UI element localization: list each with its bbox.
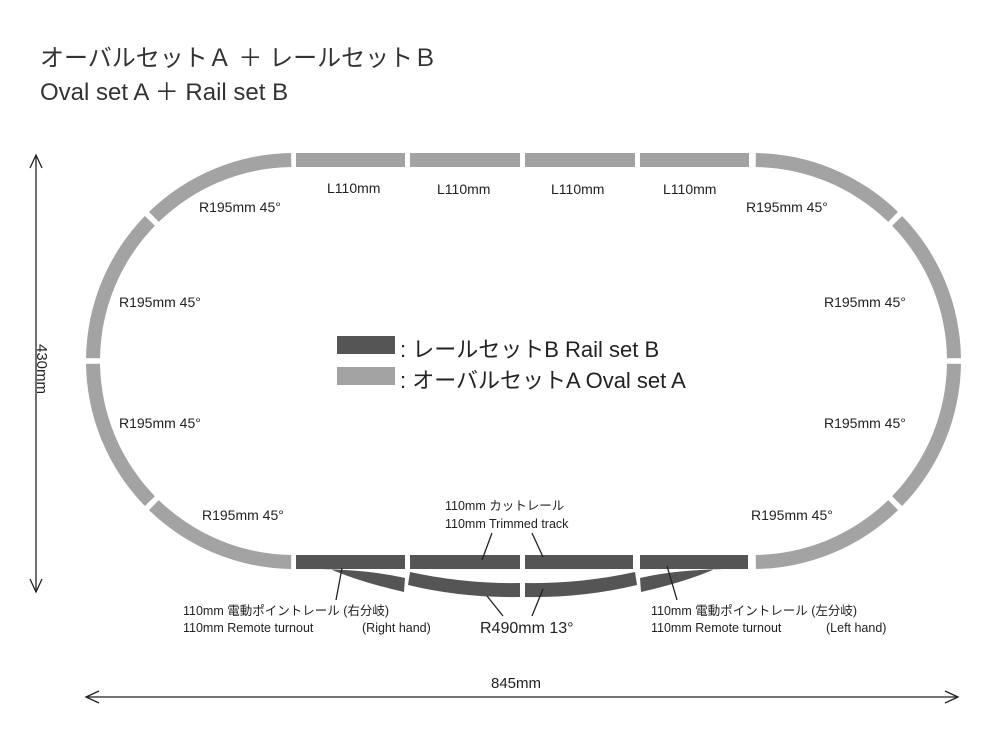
straight-rail-bottom-4 bbox=[640, 555, 748, 569]
turnout-left-label-en: 110mm Remote turnout bbox=[651, 621, 782, 635]
straight-rail-bottom-1 bbox=[296, 555, 405, 569]
width-dimension-arrow bbox=[84, 690, 960, 704]
straight-label-1: L110mm bbox=[327, 180, 381, 196]
legend-swatch-oval-set-a bbox=[337, 367, 395, 385]
turnout-right-label-en: 110mm Remote turnout bbox=[183, 621, 314, 635]
leader-lines bbox=[335, 532, 678, 617]
width-dimension-label: 845mm bbox=[491, 675, 542, 692]
curve-label-right-bottom: R195mm 45° bbox=[751, 507, 833, 523]
curve-label-left-bottom: R195mm 45° bbox=[202, 507, 284, 523]
curve-rail-right-2 bbox=[892, 215, 961, 359]
straight-label-2: L110mm bbox=[437, 181, 491, 197]
curve-label-right-lower: R195mm 45° bbox=[824, 415, 906, 431]
turnout-right-branch bbox=[296, 569, 405, 592]
turnout-right-hand: (Right hand) bbox=[362, 621, 431, 635]
height-dimension-arrow bbox=[29, 153, 43, 594]
straight-rail-bottom-2 bbox=[410, 555, 520, 569]
height-dimension-label: 430mm bbox=[33, 344, 50, 395]
straight-rail-top-1 bbox=[296, 153, 405, 167]
straight-rail-bottom-3 bbox=[525, 555, 633, 569]
r490-curve-left bbox=[408, 572, 520, 598]
turnout-left-branch bbox=[640, 569, 748, 592]
straight-rail-top-2 bbox=[410, 153, 520, 167]
legend-oval-set-a: : オーバルセットA Oval set A bbox=[400, 368, 686, 393]
r490-curve-right bbox=[525, 572, 637, 598]
curve-label-right-top: R195mm 45° bbox=[746, 199, 828, 215]
trimmed-track-label-ja: 110mm カットレール bbox=[445, 499, 565, 513]
curve-rail-right-1 bbox=[755, 153, 899, 222]
r490-label: R490mm 13° bbox=[480, 620, 574, 637]
straight-label-3: L110mm bbox=[551, 181, 605, 197]
curve-rail-left-1 bbox=[148, 153, 292, 222]
turnout-left-label-ja: 110mm 電動ポイントレール (左分岐) bbox=[651, 604, 858, 618]
straight-rail-top-3 bbox=[525, 153, 635, 167]
curve-rail-left-4 bbox=[148, 500, 292, 569]
curve-label-left-upper: R195mm 45° bbox=[119, 294, 201, 310]
straight-label-4: L110mm bbox=[663, 181, 717, 197]
title-english: Oval set A ＋ Rail set B bbox=[40, 79, 289, 106]
turnout-right-label-ja: 110mm 電動ポイントレール (右分岐) bbox=[183, 604, 390, 618]
turnout-left-hand: (Left hand) bbox=[826, 621, 887, 635]
legend-rail-set-b: : レールセットB Rail set B bbox=[400, 337, 660, 362]
straight-rail-top-4 bbox=[640, 153, 749, 167]
curve-label-right-upper: R195mm 45° bbox=[824, 294, 906, 310]
legend-swatch-rail-set-b bbox=[337, 336, 395, 354]
title-japanese: オーバルセットＡ ＋ レールセットＢ bbox=[40, 45, 438, 72]
curve-rail-right-4 bbox=[755, 500, 899, 569]
curve-rail-left-2 bbox=[86, 215, 155, 359]
curve-rail-right-3 bbox=[892, 363, 961, 507]
curve-label-left-lower: R195mm 45° bbox=[119, 415, 201, 431]
trimmed-track-label-en: 110mm Trimmed track bbox=[445, 517, 569, 531]
curve-rail-left-3 bbox=[86, 363, 155, 507]
curve-label-left-top: R195mm 45° bbox=[199, 199, 281, 215]
